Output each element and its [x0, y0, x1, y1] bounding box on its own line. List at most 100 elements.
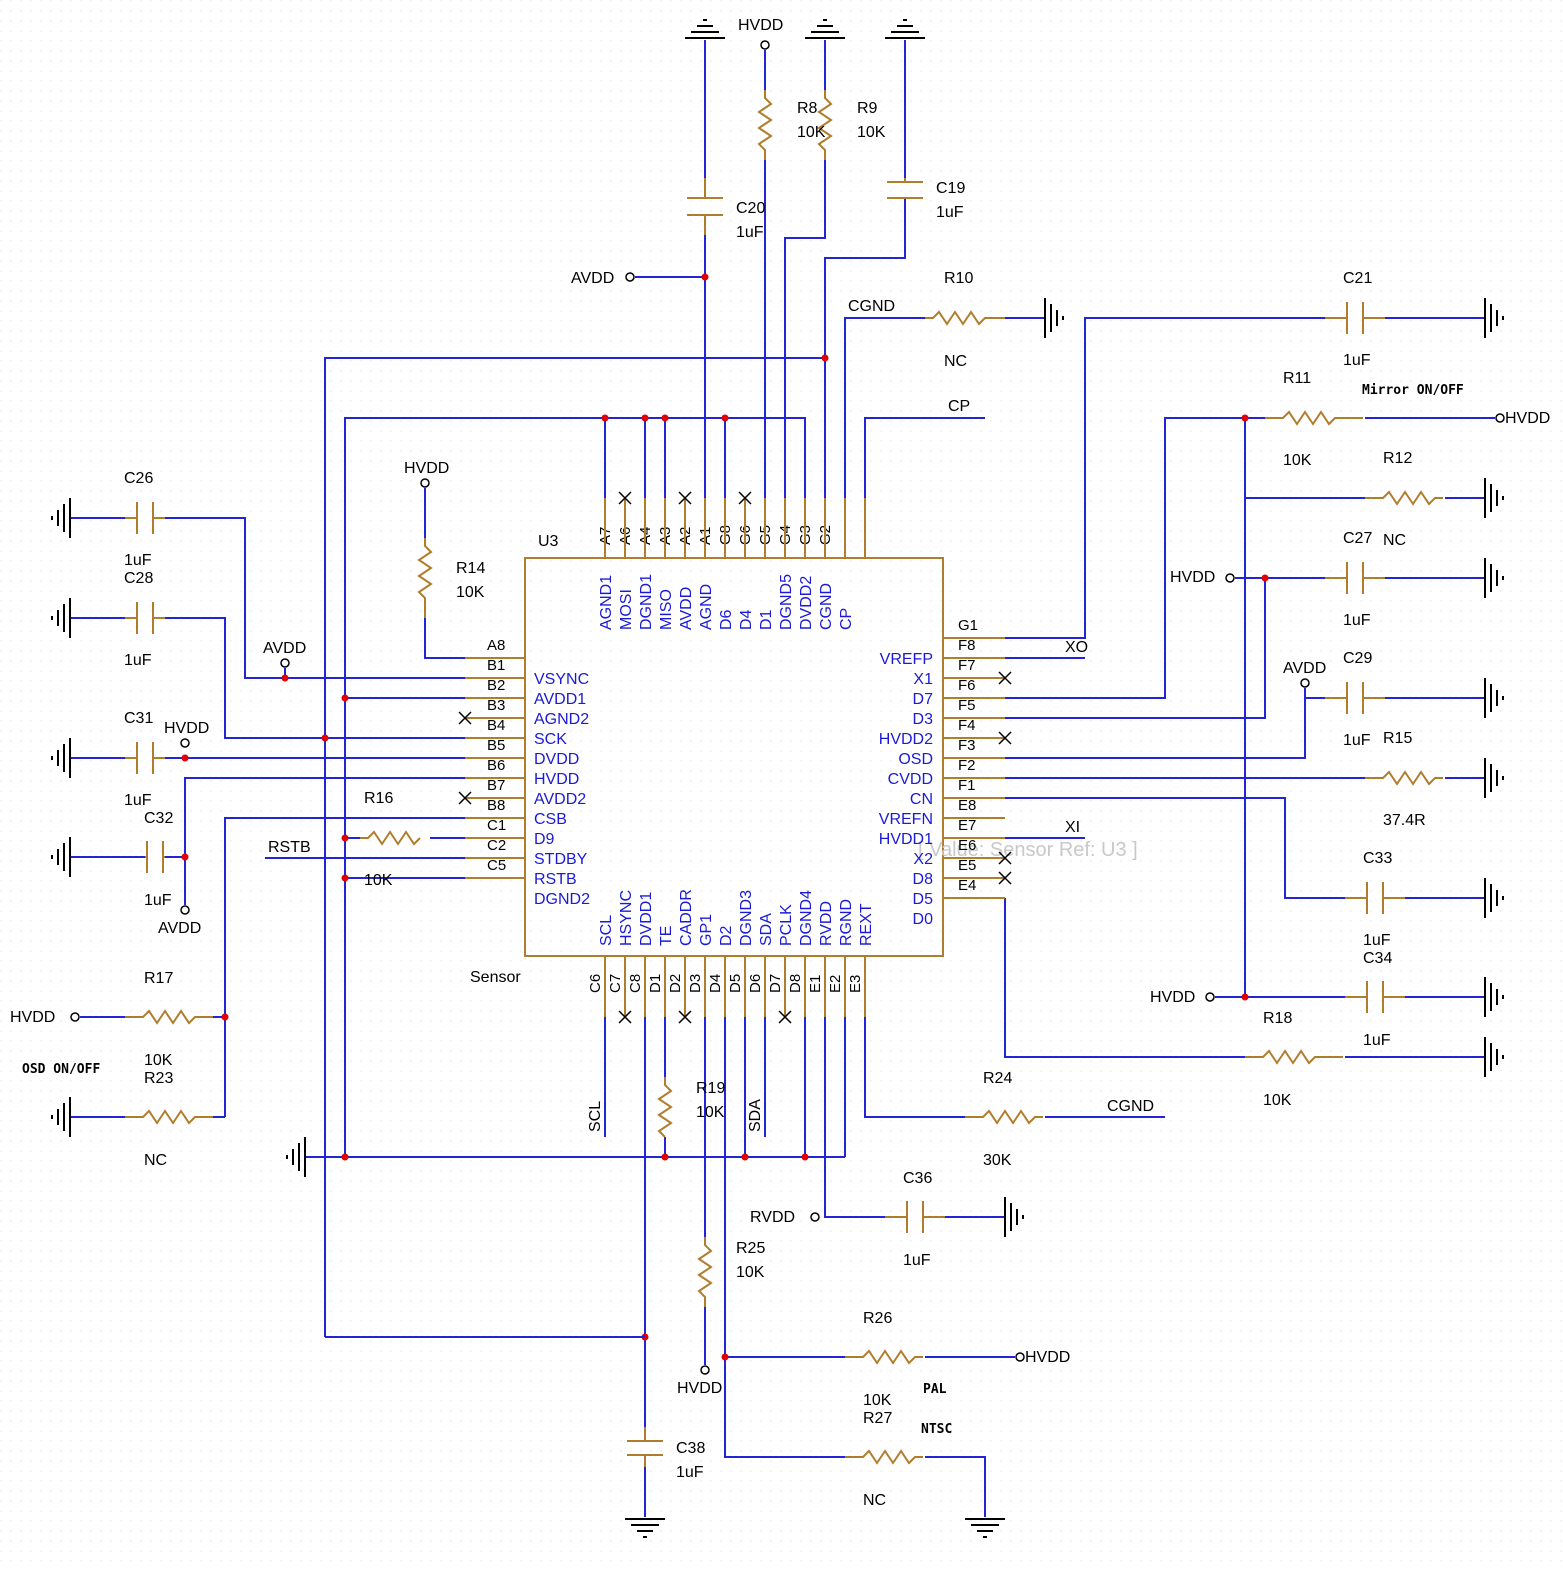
label-r17-value: 10K [144, 1052, 173, 1069]
bottom-pin-group: C6SCLC7HSYNCC8DVDD1D1TED2CADDRD3GP1D4D2D… [587, 889, 875, 993]
ground-icon [51, 738, 71, 778]
pin-signal: D4 [738, 609, 755, 630]
note-ntsc: NTSC [921, 1422, 952, 1437]
pin-number: E7 [958, 817, 976, 834]
net-label-scl: SCL [587, 1101, 604, 1132]
pin-number: E3 [847, 975, 864, 993]
pin-signal: STDBY [534, 851, 588, 868]
pin-number: E6 [958, 837, 976, 854]
capacitor-c33 [1345, 882, 1405, 914]
label-c29-value: 1uF [1343, 732, 1371, 749]
pin-signal: OSD [898, 751, 933, 768]
net-label-hvdd: HVDD [1170, 569, 1215, 586]
pin-number: D1 [647, 974, 664, 993]
net-label-avdd: AVDD [263, 640, 306, 657]
wire-r14 [424, 488, 465, 659]
label-r24-ref: R24 [983, 1070, 1012, 1087]
ground-icon [51, 837, 71, 877]
label-r17-ref: R17 [144, 970, 173, 987]
label-r10-value: NC [944, 353, 967, 370]
chip-ref: U3 [538, 533, 559, 550]
wire-c33 [1005, 797, 1485, 899]
capacitor-c28 [125, 602, 165, 634]
pin-signal: D9 [534, 831, 555, 848]
pin-signal: HVDD [534, 771, 579, 788]
pin-stubs [465, 498, 1005, 1017]
wire-gnd-bus-top [344, 417, 806, 1157]
resistor-r-hvdd-top [757, 90, 773, 160]
wire-r8 [784, 40, 826, 498]
ground-icon [51, 1097, 71, 1137]
capacitor-c29 [1325, 682, 1385, 714]
pin-signal: VSYNC [534, 671, 589, 688]
label-c38-value: 1uF [676, 1464, 704, 1481]
pin-signal: VREFP [880, 651, 933, 668]
pin-number: B5 [487, 737, 505, 754]
net-label-rstb: RSTB [268, 839, 311, 856]
label-r24-value: 30K [983, 1152, 1012, 1169]
pin-signal: DVDD1 [638, 892, 655, 946]
pin-number: C2 [487, 837, 506, 854]
pin-number: C7 [607, 974, 624, 993]
labels: HVDD R8 10K R9 10K C19 1uF C20 1uF AVDD … [10, 17, 1550, 1509]
pin-signal: X1 [913, 671, 933, 688]
net-label-cp: CP [948, 398, 970, 415]
ground-icon [965, 1518, 1005, 1538]
capacitor-c31 [125, 742, 165, 774]
label-c26-ref: C26 [124, 470, 153, 487]
pin-signal: CGND [818, 583, 835, 630]
pin-number: F6 [958, 677, 976, 694]
pin-signal: VREFN [879, 811, 933, 828]
pin-signal: AGND1 [598, 575, 615, 630]
label-r18-ref: R18 [1263, 1010, 1292, 1027]
resistor-r10 [925, 310, 1005, 326]
pin-number: E8 [958, 797, 976, 814]
pin-signal: GP1 [698, 914, 715, 946]
pin-signal: SCL [598, 915, 615, 946]
label-r10-ref: R10 [944, 270, 973, 287]
capacitor-c21 [1325, 302, 1385, 334]
wire-c28 [70, 617, 465, 739]
label-c19-value: 1uF [936, 204, 964, 221]
capacitor-c38 [627, 1427, 663, 1467]
capacitor-c19 [887, 178, 923, 199]
pin-number: F7 [958, 657, 976, 674]
pin-signal: TE [658, 926, 675, 946]
ground-symbols [51, 19, 1504, 1538]
label-c28-ref: C28 [124, 570, 153, 587]
pin-signal: AVDD [678, 587, 695, 630]
pin-number: B2 [487, 677, 505, 694]
pin-number: F4 [958, 717, 976, 734]
label-c27-extra: NC [1383, 532, 1406, 549]
wire-rvdd-c36 [824, 1017, 1005, 1218]
wire-c32 [70, 777, 465, 905]
net-label-avdd: AVDD [1283, 660, 1326, 677]
junctions [181, 273, 1269, 1361]
pin-number: B6 [487, 757, 505, 774]
pin-signal: RGND [838, 899, 855, 946]
label-c26-value: 1uF [124, 552, 152, 569]
port-icon [625, 272, 635, 282]
pin-signal: CVDD [888, 771, 933, 788]
port-icon [1495, 413, 1505, 423]
label-r14-ref: R14 [456, 560, 485, 577]
pin-number: E1 [807, 975, 824, 993]
wire-c27 [1005, 577, 1485, 719]
port-icon [700, 1365, 710, 1375]
pin-number: D7 [767, 974, 784, 993]
label-c34-value: 1uF [1363, 1032, 1391, 1049]
pin-signal: D6 [718, 609, 735, 630]
wire-dvdd-loop [324, 357, 825, 1337]
label-r19-ref: R19 [696, 1080, 725, 1097]
resistor-r19 [657, 1077, 673, 1138]
label-r15-ref: R15 [1383, 730, 1412, 747]
pin-signal: AGND2 [534, 711, 589, 728]
ground-icon [286, 1137, 306, 1177]
port-icon [280, 658, 290, 668]
label-c27-ref: C27 [1343, 530, 1372, 547]
resistors [125, 90, 1443, 1465]
ground-icon [685, 19, 725, 39]
wire-c21-xo [1005, 317, 1485, 639]
wire-c29 [1005, 688, 1485, 759]
